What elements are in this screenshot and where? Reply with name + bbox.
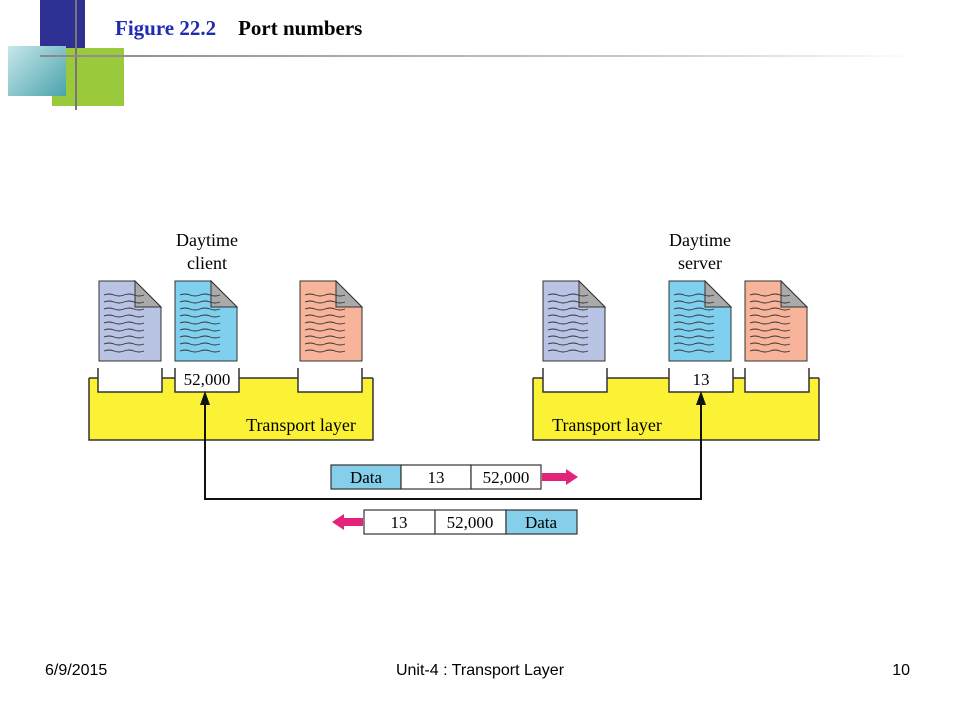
client-doc-gray-icon [98,279,163,362]
response-cell-dest-port: 52,000 [447,513,494,532]
figure-number: Figure 22.2 [115,16,217,40]
slide-title: Figure 22.2 Port numbers [115,16,362,41]
footer-date: 6/9/2015 [45,662,108,679]
client-label-line2: client [187,253,227,273]
client-port-number: 52,000 [184,370,231,389]
server-doc-gray-icon [542,279,607,362]
client-transport-label: Transport layer [246,415,356,435]
server-doc-salmon-icon [744,279,809,362]
footer-page-number: 10 [892,662,910,679]
server-label-line1: Daytime [669,230,731,250]
client-label-line1: Daytime [176,230,238,250]
server-transport-label: Transport layer [552,415,662,435]
title-rule [40,55,920,57]
footer-course: Unit-4 : Transport Layer [395,662,565,679]
server-doc-blue-icon [668,279,733,362]
server-port-number: 13 [693,370,710,389]
response-cell-data: Data [525,513,558,532]
right-arrow-icon [542,469,578,485]
client-doc-salmon-icon [299,279,364,362]
request-cell-dest-port: 13 [428,468,445,487]
client-doc-blue-icon [174,279,239,362]
request-cell-data: Data [350,468,383,487]
response-cell-src-port: 13 [391,513,408,532]
response-packet [332,509,578,535]
connection-line [200,391,706,500]
server-label-line2: server [678,253,722,273]
left-arrow-icon [332,514,363,530]
client-transport-layer [88,368,374,441]
figure-caption: Port numbers [238,16,363,40]
corner-square-teal [8,46,66,96]
request-cell-src-port: 52,000 [483,468,530,487]
request-packet [330,464,578,490]
corner-square-navy [40,0,85,48]
server-transport-layer [532,368,820,441]
